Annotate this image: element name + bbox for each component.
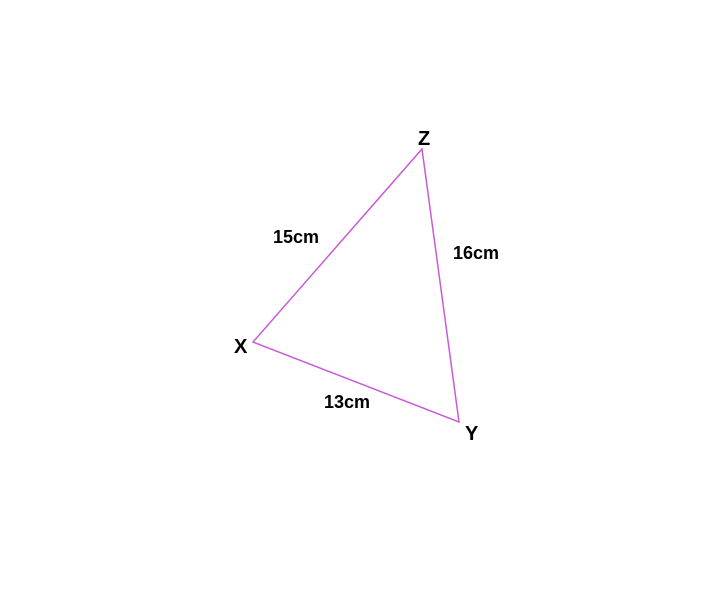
vertex-y-label: Y bbox=[465, 423, 479, 445]
side-xy-label: 13cm bbox=[324, 392, 370, 412]
vertex-x-label: X bbox=[234, 336, 248, 358]
side-zy-label: 16cm bbox=[453, 243, 499, 263]
triangle-xyz bbox=[251, 147, 460, 424]
side-xz-label: 15cm bbox=[273, 227, 319, 247]
vertex-z-label: Z bbox=[418, 128, 430, 150]
